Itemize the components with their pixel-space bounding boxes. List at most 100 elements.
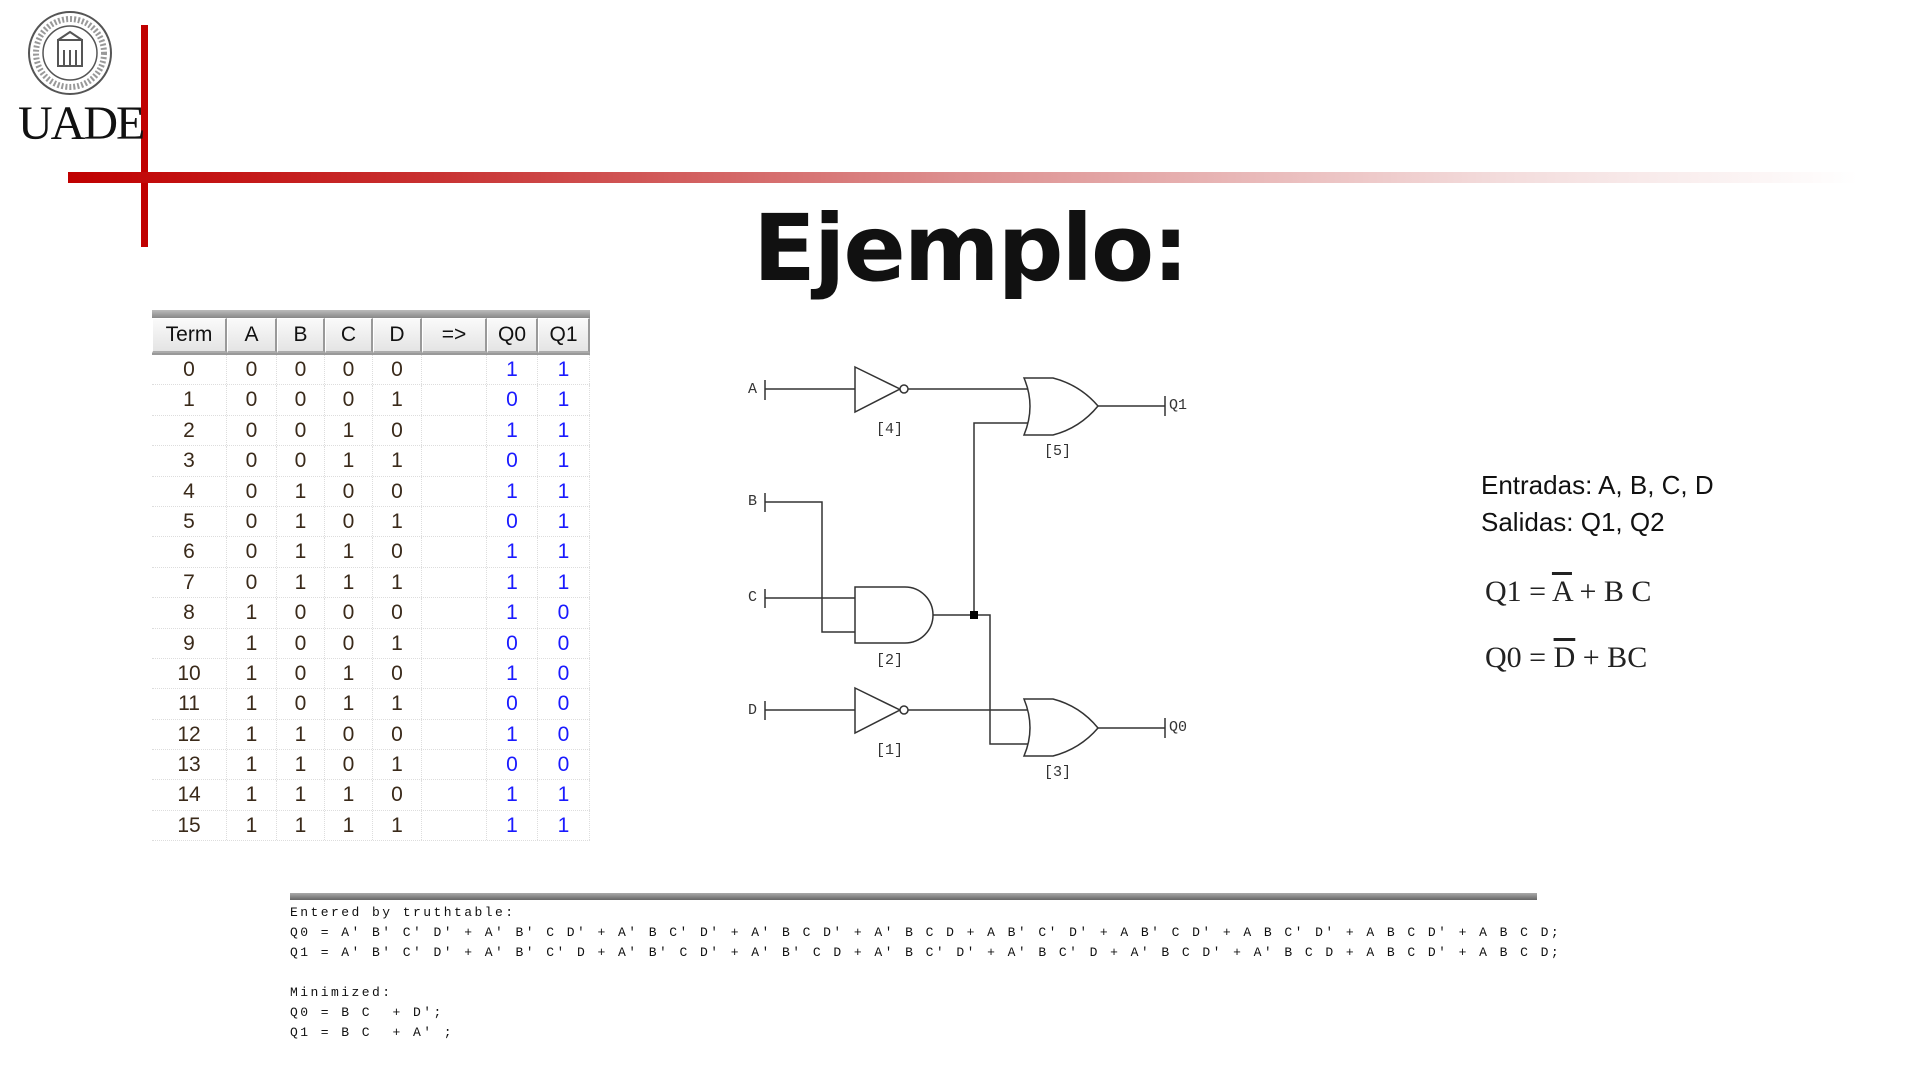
table-cell: 1 (538, 415, 590, 446)
table-cell: 0 (325, 628, 373, 658)
or-gate-5 (1022, 377, 1099, 436)
column-header[interactable]: Q1 (538, 318, 590, 353)
or-gate-3 (1022, 698, 1099, 757)
table-cell: 1 (487, 810, 538, 841)
column-header[interactable]: => (422, 318, 487, 353)
table-cell: 0 (325, 719, 373, 750)
table-cell: 0 (152, 355, 227, 385)
and-gate-2 (854, 586, 934, 644)
table-cell (422, 689, 487, 719)
gate-label-4: [4] (876, 421, 903, 438)
table-cell: 1 (277, 476, 325, 506)
table-cell: 0 (373, 537, 422, 567)
table-cell (422, 537, 487, 567)
table-cell: 1 (538, 446, 590, 476)
logic-circuit-diagram: A B C D Q1 Q0 [4] [5] [2] [1] [3] (748, 365, 1187, 781)
table-cell: 0 (373, 780, 422, 810)
table-cell: 0 (373, 598, 422, 628)
output-q1-label: Q1 (1169, 397, 1187, 414)
output-q0-label: Q0 (1169, 719, 1187, 736)
table-cell: 1 (487, 598, 538, 628)
input-d-label: D (748, 702, 757, 719)
table-cell: 0 (277, 689, 325, 719)
table-cell: 0 (325, 750, 373, 780)
column-header[interactable]: C (325, 318, 373, 353)
minimized-header: Minimized: (290, 985, 393, 1000)
input-b-label: B (748, 493, 757, 510)
table-cell (422, 810, 487, 841)
table-cell (422, 355, 487, 385)
table-cell: 1 (325, 446, 373, 476)
table-cell: 1 (325, 810, 373, 841)
table-cell: 0 (227, 355, 277, 385)
table-cell (422, 658, 487, 689)
table-cell (422, 506, 487, 537)
column-header[interactable]: B (277, 318, 325, 353)
table-cell: 0 (325, 476, 373, 506)
table-cell: 9 (152, 628, 227, 658)
table-cell: 1 (277, 506, 325, 537)
table-cell: 0 (538, 719, 590, 750)
table-cell: 1 (373, 506, 422, 537)
table-cell: 1 (487, 415, 538, 446)
table-cell: 1 (538, 810, 590, 841)
column-header[interactable]: D (373, 318, 422, 353)
table-cell: 4 (152, 476, 227, 506)
input-a-label: A (748, 381, 757, 398)
table-cell: 3 (152, 446, 227, 476)
table-cell: 0 (227, 385, 277, 415)
table-cell (422, 628, 487, 658)
outputs-text: Salidas: Q1, Q2 (1481, 507, 1665, 537)
column-header[interactable]: A (227, 318, 277, 353)
table-cell: 14 (152, 780, 227, 810)
table-cell: 0 (277, 385, 325, 415)
table-cell: 1 (373, 385, 422, 415)
minimized-q0: Q0 = B C + D'; (290, 1005, 444, 1020)
gate-label-3: [3] (1044, 764, 1071, 781)
table-cell: 0 (538, 658, 590, 689)
table-cell: 0 (538, 689, 590, 719)
table-cell (422, 385, 487, 415)
table-cell: 1 (538, 385, 590, 415)
column-header[interactable]: Q0 (487, 318, 538, 353)
gate-label-1: [1] (876, 742, 903, 759)
table-cell (422, 780, 487, 810)
wires (764, 380, 1166, 745)
red-horizontal-bar (68, 172, 1858, 183)
io-description: Entradas: A, B, C, D Salidas: Q1, Q2 (1481, 467, 1714, 541)
not-gate-1 (854, 686, 909, 735)
table-cell: 0 (487, 750, 538, 780)
table-cell: 1 (277, 719, 325, 750)
table-cell: 1 (487, 537, 538, 567)
gate-label-5: [5] (1044, 443, 1071, 460)
table-cell: 0 (277, 446, 325, 476)
input-c-label: C (748, 589, 757, 606)
column-header[interactable]: Term (152, 318, 227, 353)
eq-rhs: + BC (1575, 641, 1648, 674)
table-cell: 0 (227, 476, 277, 506)
table-cell: 1 (487, 567, 538, 598)
output-header: Entered by truthtable: (290, 905, 516, 920)
equation-q1: Q1 = A + B C (1485, 575, 1651, 609)
table-cell: 0 (325, 385, 373, 415)
table-cell (422, 415, 487, 446)
table-cell: 0 (277, 598, 325, 628)
table-cell: 1 (277, 780, 325, 810)
eq-lhs: Q0 = (1485, 641, 1554, 674)
table-cell: 0 (373, 355, 422, 385)
table-cell: 1 (325, 780, 373, 810)
table-cell (422, 598, 487, 628)
equation-q0: Q0 = D + BC (1485, 641, 1647, 675)
table-cell: 1 (325, 537, 373, 567)
eq-lhs: Q1 = (1485, 575, 1552, 608)
minimizer-output: Entered by truthtable:Q0 = A' B' C' D' +… (290, 893, 1559, 1043)
table-cell (422, 476, 487, 506)
